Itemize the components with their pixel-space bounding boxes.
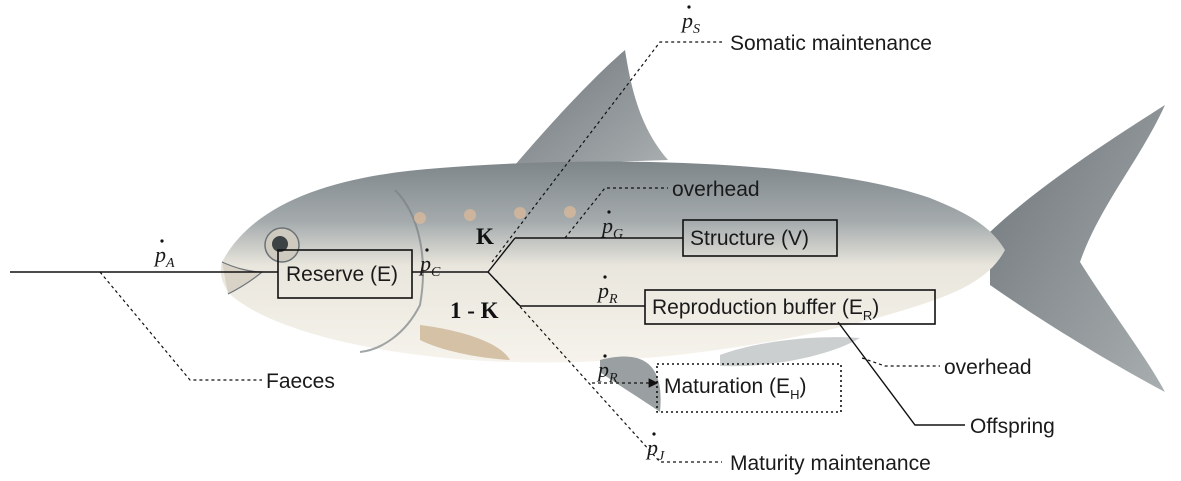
one-minus-kappa-label: 1 - K [450,298,499,323]
maturity-maintenance-label: Maturity maintenance [730,452,931,475]
structure-label: Structure (V) [690,227,809,250]
spot [414,212,426,224]
svg-text:pJ: pJ [645,435,665,464]
overhead-top-label: overhead [672,178,760,201]
overhead-bottom-line [862,358,940,366]
kappa-label: K [476,224,494,249]
overhead-bottom-label: overhead [944,356,1032,379]
flux-symbol-assimilation: pA [153,239,175,271]
tail-fin [990,105,1165,392]
somatic-maintenance-label: Somatic maintenance [730,32,932,55]
spot [514,207,526,219]
spot [464,209,476,221]
svg-text:pS: pS [680,8,700,37]
fish-body [221,162,1005,363]
reproduction-buffer-subscript: R [863,308,872,323]
flux-symbol-somatic: pS [680,5,700,37]
maturation-label: Maturation (EH) [664,375,806,402]
faeces-label: Faeces [266,370,335,393]
dorsal-fin [515,50,668,165]
reserve-label: Reserve (E) [286,263,398,286]
svg-text:pA: pA [153,242,175,271]
offspring-label: Offspring [970,415,1055,438]
spot [564,206,576,218]
maturation-subscript: H [790,387,799,402]
flux-symbol-maturity: pJ [645,432,665,464]
reproduction-buffer-label: Reproduction buffer (ER) [652,296,879,323]
